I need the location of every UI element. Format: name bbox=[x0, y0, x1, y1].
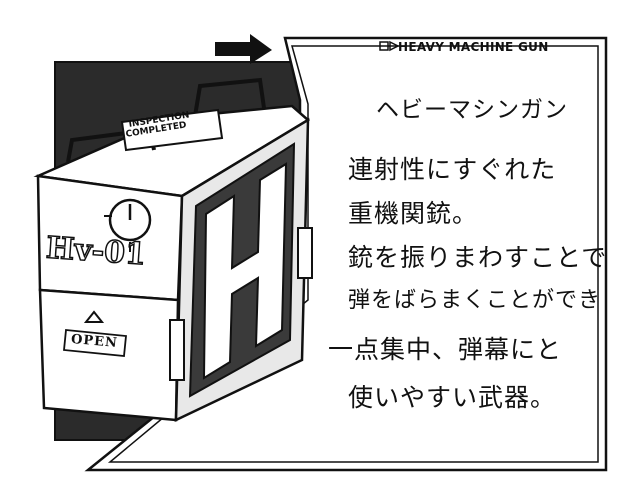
description-line: 使いやすい武器。 bbox=[348, 383, 557, 412]
open-arrow-icon bbox=[83, 310, 105, 323]
model-label: Hv-01 bbox=[44, 230, 148, 273]
description-line: 一点集中、弾幕にと bbox=[328, 335, 563, 364]
square-and-triangle-glyph bbox=[379, 40, 400, 52]
weapon-title: ヘビーマシンガン bbox=[376, 97, 568, 123]
handle-back bbox=[193, 77, 266, 117]
inspection-tag bbox=[120, 108, 224, 152]
header-label: HEAVY MACHINE GUN bbox=[398, 40, 549, 54]
h-letter-emblem bbox=[202, 162, 288, 380]
description-line: 連射性にすぐれた bbox=[348, 155, 557, 184]
description-line: 重機関銃。 bbox=[348, 199, 479, 228]
description-line: 銃を振りまわすことで bbox=[348, 243, 608, 272]
arrow-icon bbox=[215, 34, 272, 64]
description-line: 弾をばらまくことができ bbox=[348, 288, 602, 313]
